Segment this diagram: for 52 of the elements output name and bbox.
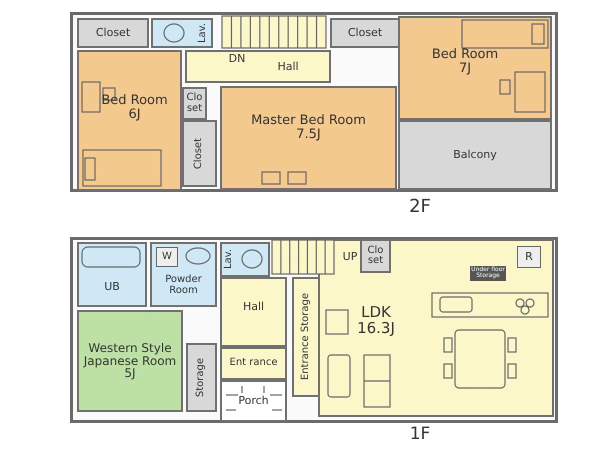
stair-direction-label: DN	[228, 53, 246, 65]
room-size: 16.3J	[357, 320, 395, 336]
room	[182, 87, 207, 120]
room-name: Bed Room	[432, 48, 498, 62]
room-name: Ent rance	[230, 358, 278, 369]
room	[220, 380, 287, 422]
room-name: Closet	[194, 138, 205, 170]
room-name: Master Bed Room	[251, 114, 366, 128]
room-name: Hall	[277, 60, 299, 72]
room	[360, 239, 391, 273]
room	[220, 242, 270, 277]
room-name: Lav.	[224, 249, 234, 270]
room-size: 6J	[128, 108, 141, 122]
room-name: Storage	[196, 358, 207, 398]
room-name: Western Style Japanese Room	[82, 342, 178, 368]
room-name: Clo set	[366, 246, 384, 266]
room-size: 5J	[124, 367, 136, 380]
room-size: 7.5J	[296, 128, 321, 142]
room	[185, 50, 331, 83]
room-name: Closet	[96, 27, 130, 39]
room-name: Balcony	[453, 149, 497, 161]
room	[220, 347, 287, 380]
room-name: Closet	[348, 27, 382, 39]
room	[220, 277, 287, 347]
room	[318, 239, 554, 417]
room	[182, 120, 217, 187]
floor-label: 2F	[408, 198, 432, 217]
room	[77, 50, 182, 191]
room-name: Entrance Storage	[300, 293, 312, 381]
room	[151, 18, 213, 48]
room	[398, 16, 552, 120]
room-name: Hall	[242, 301, 264, 313]
refrigerator-label: R	[517, 246, 541, 268]
room	[330, 18, 400, 48]
room-name: LDK	[361, 304, 391, 320]
room-name: Clo set	[186, 93, 204, 114]
room-name: Bed Room	[101, 94, 168, 108]
room-name: Powder Room	[164, 275, 203, 296]
room-name: Porch	[238, 395, 269, 407]
room	[292, 277, 320, 397]
room	[77, 310, 183, 412]
room	[77, 242, 147, 307]
room	[186, 343, 217, 412]
room	[398, 120, 552, 190]
room-size: 7J	[458, 62, 472, 76]
room	[220, 86, 397, 190]
room	[77, 18, 149, 48]
floor-label: 1F	[408, 426, 432, 444]
room-name: Lav.	[198, 22, 208, 44]
washer-label: W	[156, 247, 178, 267]
room-name: UB	[104, 281, 120, 293]
stair-direction-label: UP	[342, 251, 358, 263]
